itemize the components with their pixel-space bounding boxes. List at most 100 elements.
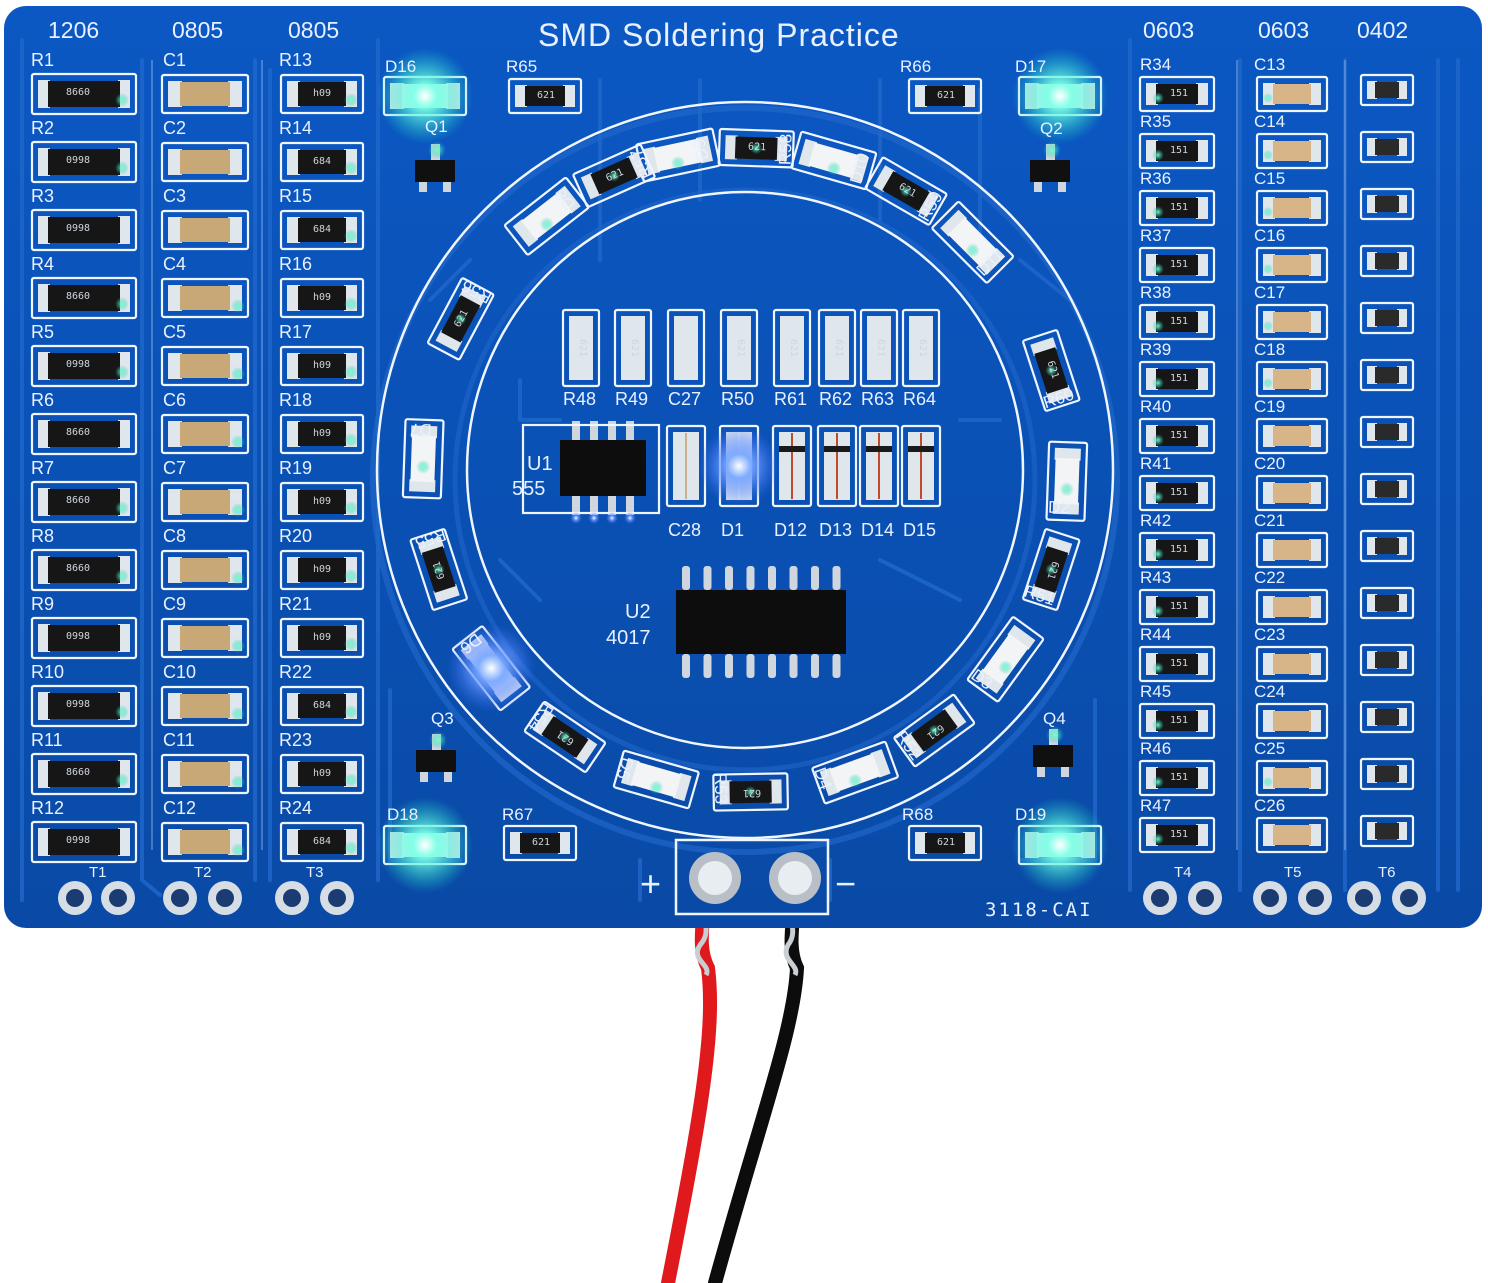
ref-label: R20 [279,526,313,546]
silkscreen-outline [1255,189,1329,227]
ref-label: D9 [689,137,713,163]
solder-pad [919,316,933,380]
silkscreen-outline [1138,75,1216,113]
resistor-0805 [279,209,365,251]
pin-glow [231,571,245,585]
silkscreen-outline [1255,759,1329,797]
solder-pad [287,625,300,651]
solder-pad [866,432,880,500]
ref-label: C22 [1254,568,1286,587]
ref-label: R45 [1140,682,1172,701]
pin-glow [1045,563,1058,576]
ref-label: R43 [1140,568,1172,587]
capacitor-0805 [160,345,250,387]
silkscreen-outline [160,413,250,455]
component-body [48,693,120,719]
ref-label: Q4 [1043,709,1066,728]
solder-pad [168,149,182,175]
solder-pad [287,149,300,175]
component-body [808,142,860,179]
ref-label: R7 [31,458,55,478]
pin-glow [539,217,554,232]
solder-pad [38,284,50,312]
pin-glow [1263,264,1273,274]
component-body [1273,597,1311,617]
solder-pad [510,832,522,854]
ref-label: R23 [279,730,313,750]
test-point-hole [109,889,127,907]
solder-pad [915,832,927,854]
solder-pad [459,285,486,308]
solder-pad [779,432,793,500]
silkscreen-outline [30,208,138,252]
solder-pad [1196,197,1208,219]
solder-pad [824,432,838,500]
silkscreen-outline [1359,643,1415,677]
component-body [48,81,120,107]
solder-pad [579,316,593,380]
marking-code: 151 [1170,487,1189,498]
component-body [410,435,436,483]
silkscreen-outline [1022,528,1081,611]
solder-pad [38,420,50,448]
solder-pad [620,757,640,787]
ref-label: C28 [668,520,702,540]
component-body [180,218,230,242]
solder-pad [673,432,687,500]
solder-pad [1309,368,1321,390]
solder-pad [228,217,242,243]
ref-label: C2 [163,118,187,138]
component-body [298,286,346,310]
component-body [1375,709,1399,725]
capacitor-0603 [1255,531,1329,569]
solder-pad [1263,824,1275,846]
capacitor-0805 [160,821,250,863]
pin-glow [1152,719,1164,731]
component-body [1156,597,1198,617]
silkscreen-outline [1138,132,1216,170]
ic-pin [768,566,776,590]
copper-trace [428,258,472,302]
component-body [829,753,881,792]
pin-glow [344,501,358,515]
marking-code: 621 [748,141,767,154]
pin-glow [1152,605,1164,617]
pin-glow [608,169,621,182]
component-body [298,762,346,786]
ref-label: R65 [506,57,538,76]
solder-pad [38,148,50,176]
part-0402 [1359,415,1415,449]
ref-label: R39 [1140,340,1172,359]
resistor-1206 [30,276,138,320]
silkscreen-outline [1138,588,1216,626]
ref-label: R35 [1140,112,1172,131]
ic-pin [811,566,819,590]
ic-pin [682,566,690,590]
ref-label: R48 [563,389,597,409]
marking-code: 151 [1170,259,1189,270]
pin-glow [1152,491,1164,503]
test-point-label: T6 [1378,864,1396,881]
led-glow-cyan [1012,797,1108,893]
package-label: 0805 [172,17,224,43]
u1-ref: U1 [527,453,553,475]
solder-pad [1397,537,1407,555]
solder-pad [631,316,645,380]
capacitor-0805 [160,141,250,183]
silkscreen-outline [30,820,138,864]
resistor-vertical [817,308,857,388]
silkscreen-outline [1255,132,1329,170]
solder-pad [1397,309,1407,327]
package-label: 1206 [48,17,100,43]
component-body [1156,369,1198,389]
marking-code: 0998 [66,155,91,166]
marking-code: 8660 [66,427,91,438]
ref-label: D17 [1015,57,1047,76]
solder-pad [1196,425,1208,447]
solder-pad [228,149,242,175]
capacitor-vertical [665,424,707,508]
silkscreen-outline [30,548,138,592]
solder-pad [38,80,50,108]
component-body [1156,540,1198,560]
